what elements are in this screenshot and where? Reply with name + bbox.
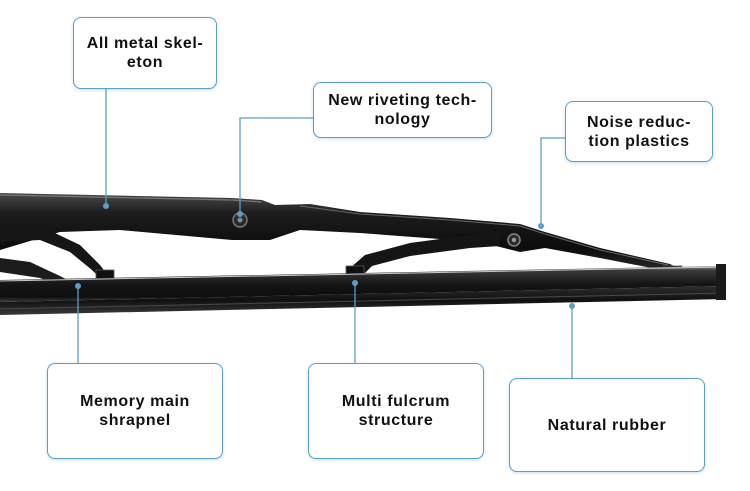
callout-noise-reduction-plastics: Noise reduc- tion plastics: [565, 101, 713, 162]
leader-dot-riveting: [237, 211, 243, 217]
wiper-middle-yoke: [350, 232, 500, 276]
callout-new-riveting-technology: New riveting tech- nology: [313, 82, 492, 138]
callout-memory-main-shrapnel: Memory main shrapnel: [47, 363, 223, 459]
wiper-upper-frame: [0, 193, 682, 272]
leader-noise: [540, 137, 565, 226]
leader-lines: [77, 89, 573, 378]
wiper-end-cap: [716, 264, 726, 300]
callout-all-metal-skeleton: All metal skel- eton: [73, 17, 217, 89]
leader-dots: [75, 203, 575, 309]
wiper-left-yoke: [0, 225, 110, 282]
leader-dot-fulcrum: [352, 280, 358, 286]
leader-dot-noise: [538, 223, 544, 229]
leader-dot-rubber: [569, 303, 575, 309]
leader-dot-skeleton: [103, 203, 109, 209]
wiper-rail: [0, 266, 724, 302]
callout-natural-rubber: Natural rubber: [509, 378, 705, 472]
leader-dot-memory: [75, 283, 81, 289]
callout-multi-fulcrum-structure: Multi fulcrum structure: [308, 363, 484, 459]
leader-riveting: [239, 117, 313, 214]
